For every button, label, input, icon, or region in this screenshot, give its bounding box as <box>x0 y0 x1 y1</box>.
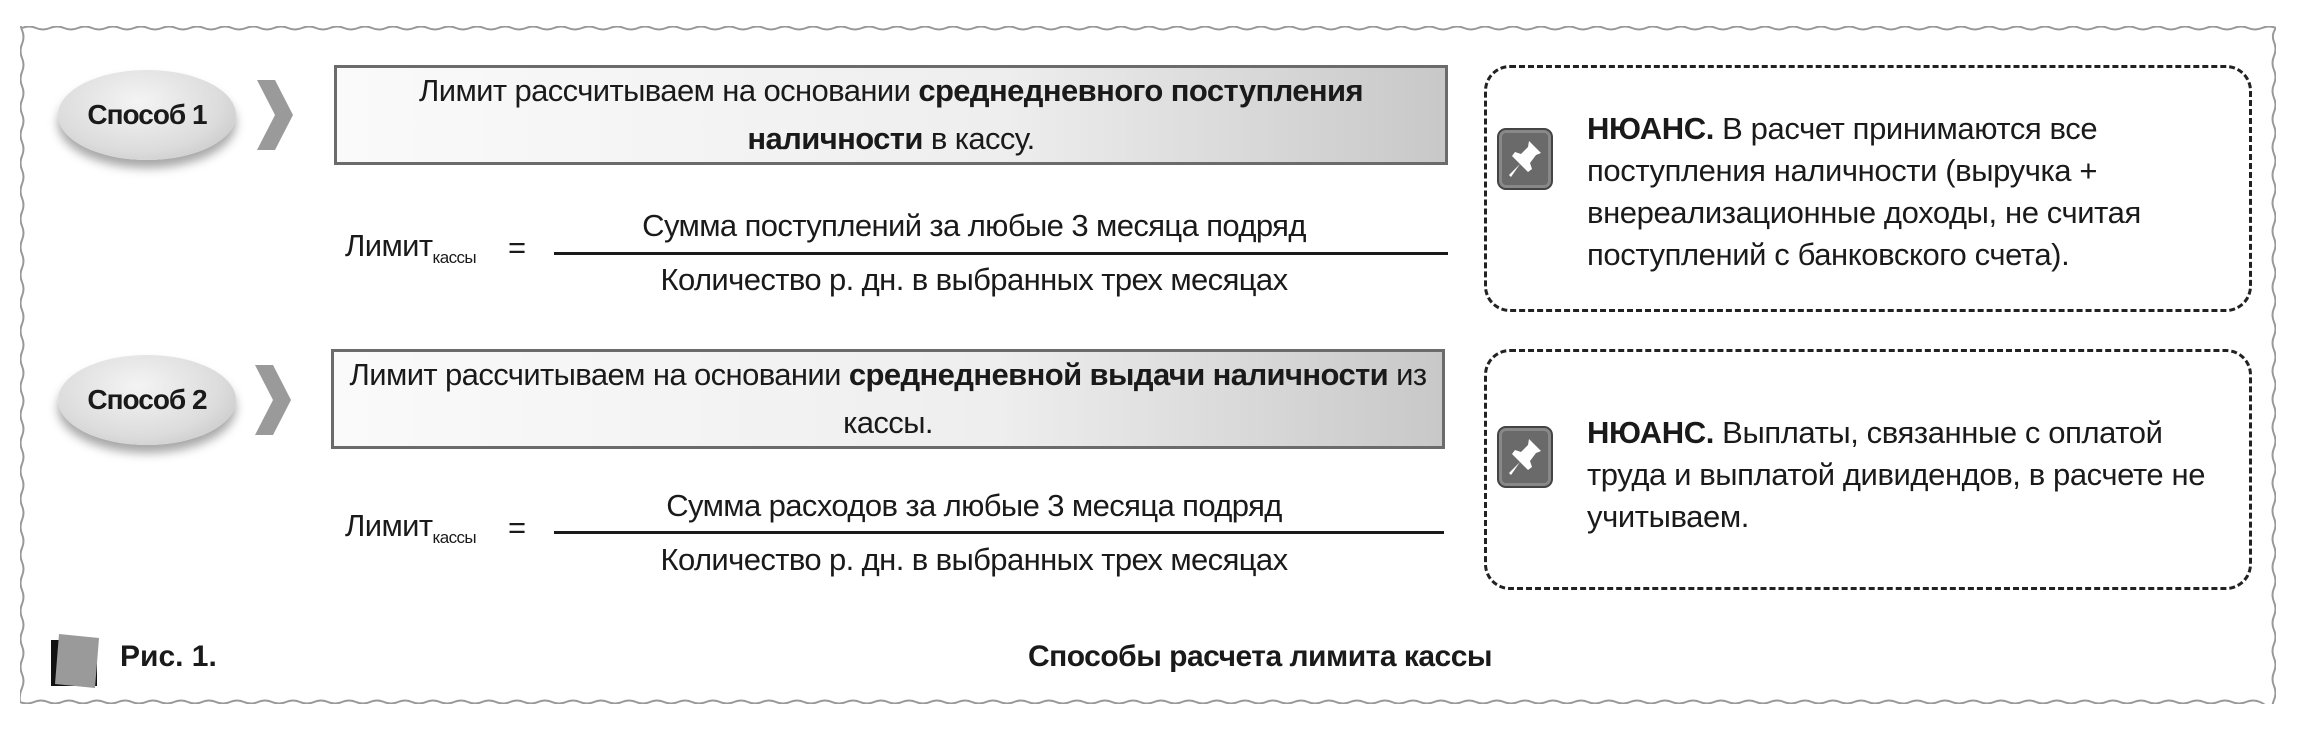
formula-lhs: Лимит <box>345 228 433 263</box>
formula-numerator: Сумма расходов за любые 3 месяца подряд <box>666 488 1282 523</box>
chevron-right-icon <box>255 365 291 435</box>
method-1-label: Способ 1 <box>87 99 207 130</box>
nuance-text: НЮАНС. Выплаты, связанные с оплатой труд… <box>1587 412 2227 538</box>
formula-numerator: Сумма поступлений за любые 3 месяца подр… <box>642 208 1306 243</box>
method-1-description: Лимит рассчитываем на основании среднедн… <box>334 65 1448 165</box>
box-text: Лимит рассчитываем на основании <box>419 73 919 108</box>
pushpin-icon <box>1499 428 1551 486</box>
formula-denominator: Количество р. дн. в выбранных трех месяц… <box>660 262 1289 297</box>
box-text: из кассы. <box>843 357 1427 440</box>
formula-lhs-sub: кассы <box>432 248 477 268</box>
figure-square-icon <box>51 634 99 688</box>
formula-lhs-sub: кассы <box>432 528 477 548</box>
nuance-title: НЮАНС. <box>1587 111 1714 146</box>
pushpin-icon <box>1499 130 1551 188</box>
nuance-note-2: НЮАНС. Выплаты, связанные с оплатой труд… <box>1484 349 2252 590</box>
box-text-bold: среднедневной выдачи наличности <box>848 357 1389 392</box>
chevron-right-icon <box>257 80 293 150</box>
equals-sign: = <box>508 230 526 265</box>
nuance-body: В расчет принимаются все поступления нал… <box>1587 111 2141 272</box>
nuance-text: НЮАНС. В расчет принимаются все поступле… <box>1587 108 2227 276</box>
nuance-note-1: НЮАНС. В расчет принимаются все поступле… <box>1484 65 2252 312</box>
figure-label: Рис. 1. <box>120 640 217 673</box>
formula-lhs: Лимит <box>345 508 433 543</box>
figure-caption: Способы расчета лимита кассы <box>1027 640 1493 673</box>
equals-sign: = <box>508 510 526 545</box>
box-text: Лимит рассчитываем на основании <box>349 357 849 392</box>
nuance-body: Выплаты, связанные с оплатой труда и вып… <box>1587 415 2206 534</box>
formula-denominator: Количество р. дн. в выбранных трех месяц… <box>660 542 1289 577</box>
box-text-bold: среднедневного поступления наличности <box>747 73 1363 156</box>
method-1-badge: Способ 1 <box>58 70 236 160</box>
method-2-badge: Способ 2 <box>58 355 236 445</box>
method-2-label: Способ 2 <box>87 384 207 415</box>
fraction-line <box>554 252 1448 255</box>
method-2-description: Лимит рассчитываем на основании среднедн… <box>331 349 1445 449</box>
wavy-frame <box>20 26 2276 704</box>
box-text: в кассу. <box>922 121 1035 156</box>
fraction-line <box>554 531 1444 534</box>
nuance-title: НЮАНС. <box>1587 415 1714 450</box>
